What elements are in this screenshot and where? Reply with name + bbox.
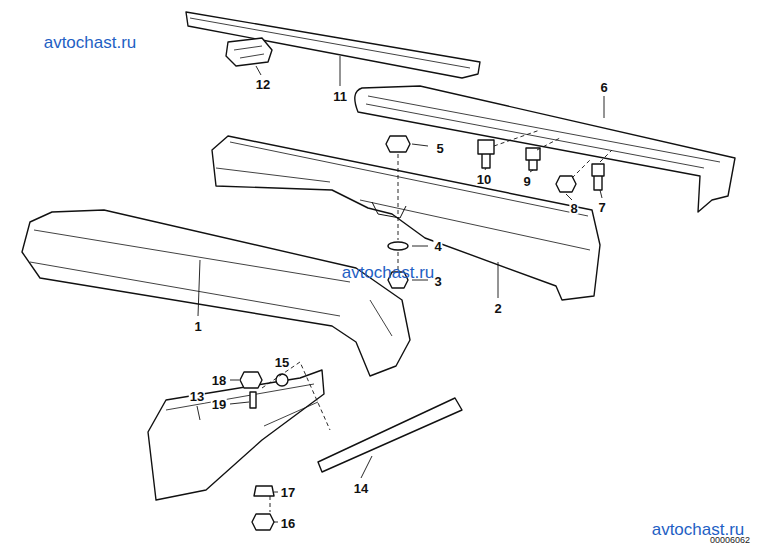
callout-number: 10: [476, 173, 492, 186]
callout-number: 17: [280, 486, 296, 499]
callout-number: 18: [211, 374, 227, 387]
clip: [226, 38, 272, 66]
callout-number: 4: [433, 240, 442, 253]
callout-number: 11: [332, 90, 348, 103]
callout-number: 13: [189, 390, 205, 403]
bolt: [592, 164, 604, 190]
callout-number: 6: [599, 81, 608, 94]
callout-number: 8: [569, 202, 578, 215]
callout-number: 1: [193, 320, 202, 333]
nut: [556, 176, 576, 192]
callout-number: 14: [353, 482, 369, 495]
nut: [386, 136, 410, 152]
leader-lines: [197, 56, 612, 522]
callout-number: 19: [211, 398, 227, 411]
callout-number: 12: [255, 78, 271, 91]
washer: [388, 242, 408, 250]
callout-number: 2: [493, 302, 502, 315]
screw: [250, 392, 256, 408]
callout-number: 7: [597, 201, 606, 214]
watermark: avtochast.ru: [44, 34, 137, 51]
drawing-number: 00006062: [710, 535, 750, 544]
callout-number: 15: [274, 356, 290, 369]
bumper-lower: [22, 210, 410, 376]
callout-number: 16: [280, 517, 296, 530]
clip-screw: [526, 148, 540, 170]
trim-strip: [318, 398, 462, 472]
bolt: [252, 514, 274, 530]
nut: [240, 372, 262, 388]
clip-nut: [254, 486, 274, 496]
callout-number: 3: [433, 275, 442, 288]
corner-piece: [148, 370, 324, 500]
watermark: avtochast.ru: [342, 264, 435, 281]
bolt: [478, 140, 494, 168]
callout-number: 5: [435, 142, 444, 155]
trim-strip: [186, 12, 480, 78]
grommet: [276, 374, 288, 386]
callout-number: 9: [522, 175, 531, 188]
